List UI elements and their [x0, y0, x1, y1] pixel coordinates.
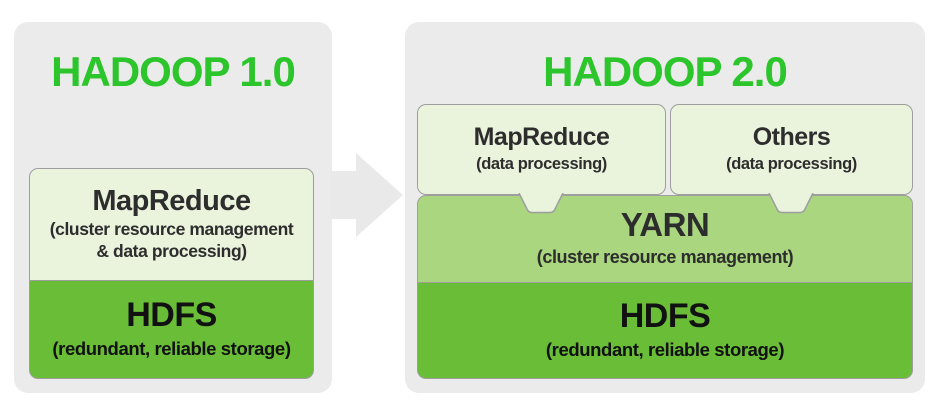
hadoop-2-title: HADOOP 2.0 [543, 48, 788, 95]
hadoop2-yarn-caption: (cluster resource management) [536, 246, 794, 267]
hadoop1-hdfs-box: HDFS (redundant, reliable storage) [29, 281, 314, 379]
hadoop2-hdfs-box: HDFS (redundant, reliable storage) [417, 283, 913, 379]
hadoop1-mapreduce-label: MapReduce [92, 185, 251, 217]
mapreduce-connector-notch [518, 193, 564, 214]
hadoop2-mapreduce-caption: (data processing) [476, 155, 607, 174]
hadoop2-hdfs-label: HDFS [619, 297, 711, 335]
hadoop1-mapreduce-box: MapReduce (cluster resource management &… [29, 168, 314, 281]
hadoop2-yarn-box: YARN (cluster resource management) [417, 195, 913, 283]
hadoop-2-panel: HADOOP 2.0 MapReduce (data processing) O… [405, 22, 925, 393]
hadoop1-hdfs-label: HDFS [126, 296, 217, 334]
hadoop2-others-caption: (data processing) [726, 155, 857, 174]
right-arrow-icon [331, 153, 403, 237]
hadoop-1-panel: HADOOP 1.0 MapReduce (cluster resource m… [14, 22, 332, 393]
hadoop1-mapreduce-caption-line2: & data processing) [96, 240, 247, 261]
hadoop2-mapreduce-box: MapReduce (data processing) [417, 104, 666, 195]
hadoop2-yarn-label: YARN [620, 206, 710, 243]
others-connector-notch [768, 193, 814, 214]
hadoop-1-title: HADOOP 1.0 [51, 48, 296, 95]
hadoop2-others-label: Others [752, 123, 831, 151]
hadoop1-mapreduce-caption-line1: (cluster resource management [49, 219, 294, 240]
hadoop1-hdfs-caption: (redundant, reliable storage) [52, 337, 291, 359]
hadoop2-mapreduce-label: MapReduce [473, 123, 610, 151]
hadoop2-others-box: Others (data processing) [670, 104, 913, 195]
hadoop2-hdfs-caption: (redundant, reliable storage) [545, 338, 785, 360]
